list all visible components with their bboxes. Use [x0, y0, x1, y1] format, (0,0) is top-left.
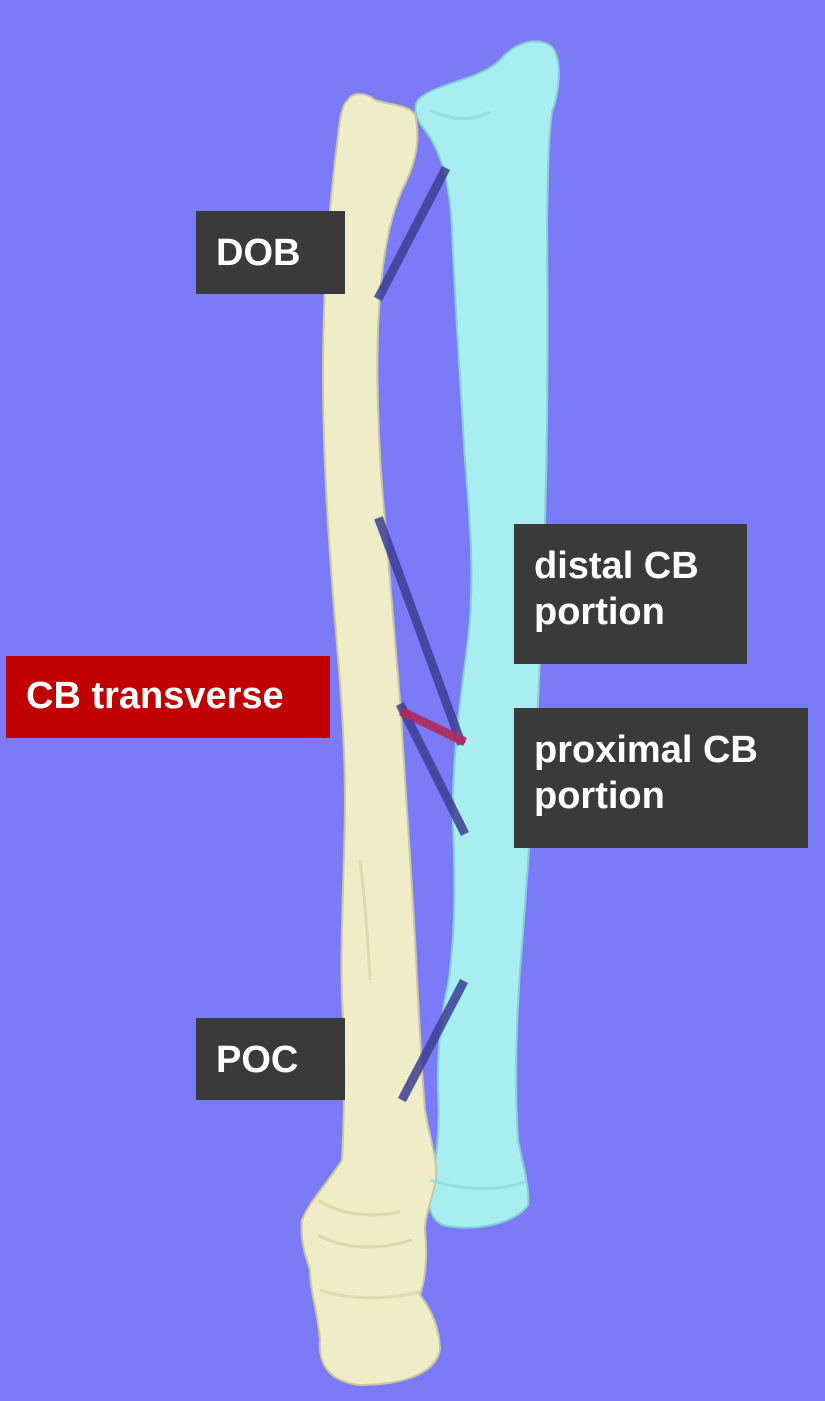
- distal-cb-label-line2: portion: [534, 590, 665, 633]
- radius-texture: [429, 108, 526, 1190]
- proximal-cb-label-line1: proximal CB: [534, 729, 758, 771]
- bone-texture: [317, 859, 421, 1300]
- proximal-cb-label-line2: portion: [534, 774, 665, 817]
- distal-cb-portion-label: distal CB portion: [514, 524, 747, 664]
- poc-ligament: [397, 978, 469, 1103]
- poc-label-text: POC: [216, 1039, 299, 1081]
- proximal-cb-portion-label: proximal CB portion: [514, 708, 808, 848]
- proximal-cb-ligament: [395, 701, 470, 837]
- cb-transverse-label: CB transverse: [6, 656, 330, 738]
- dob-label-text: DOB: [216, 232, 301, 274]
- cb-transverse-ligament: [398, 706, 468, 747]
- distal-cb-label-line1: distal CB: [534, 545, 699, 587]
- dob-ligament: [373, 165, 451, 302]
- distal-cb-ligament: [374, 516, 466, 746]
- poc-label: POC: [196, 1018, 345, 1100]
- cb-transverse-label-text: CB transverse: [26, 675, 284, 717]
- dob-label: DOB: [196, 211, 345, 294]
- ulna-bone: [300, 93, 442, 1387]
- radius-bone: [414, 40, 560, 1229]
